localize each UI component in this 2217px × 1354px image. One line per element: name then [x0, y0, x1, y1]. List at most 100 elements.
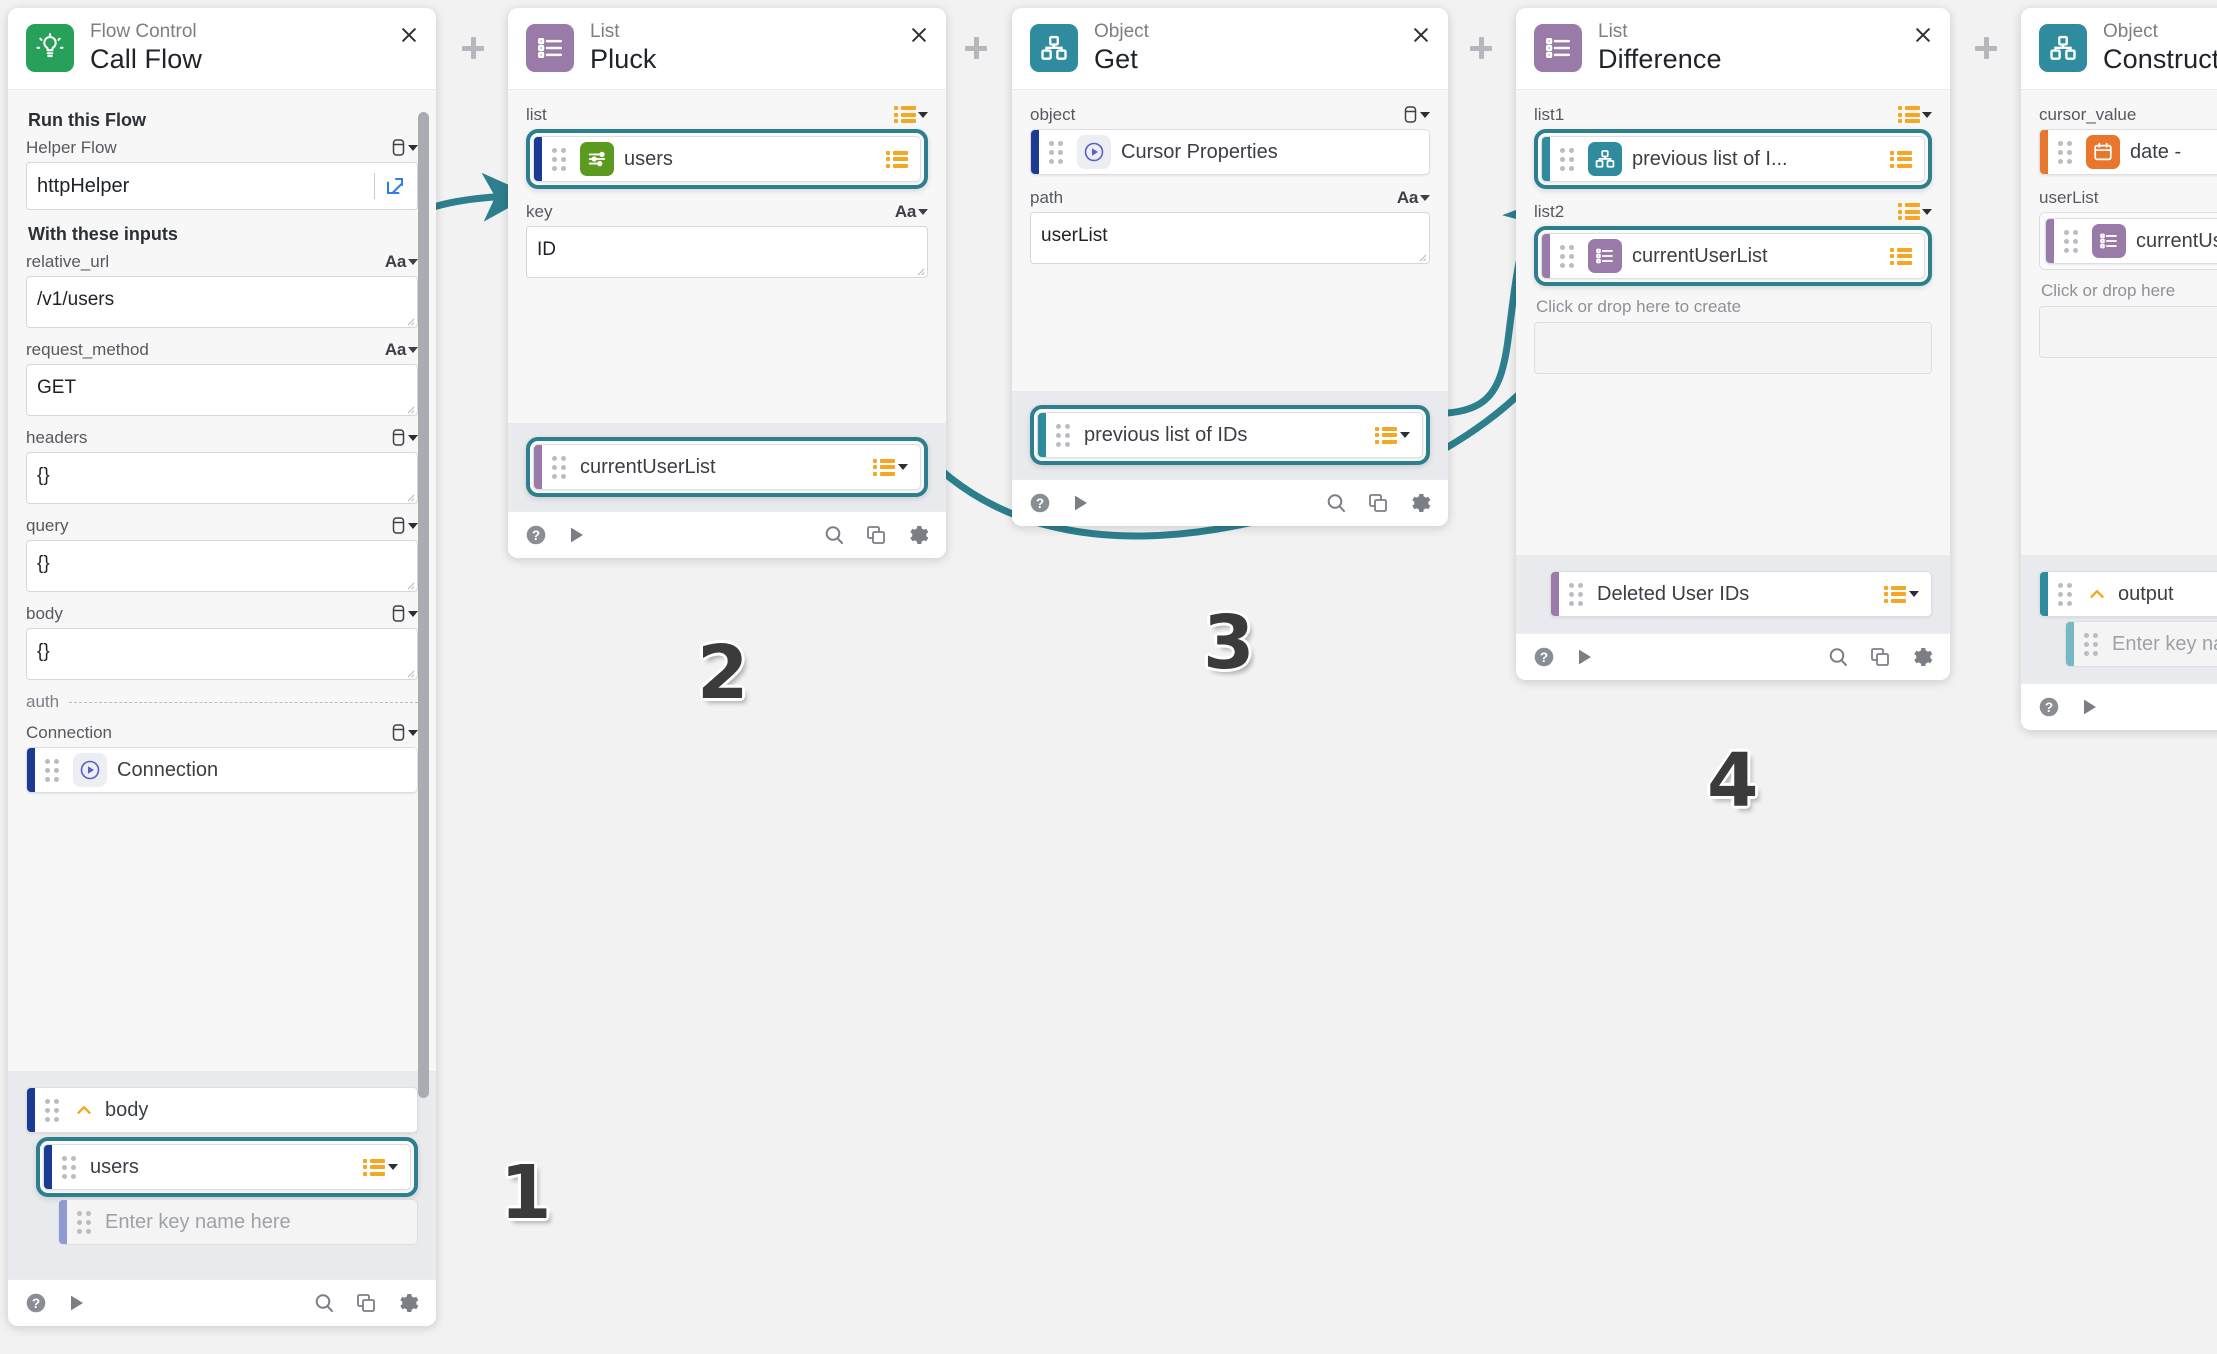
dropzone[interactable]	[2039, 306, 2217, 359]
copy-icon[interactable]	[1868, 645, 1892, 669]
card-list-difference[interactable]: List Difference list1	[1516, 8, 1950, 680]
input-pill-currentuserlist[interactable]: currentUserList	[2045, 218, 2217, 265]
play-icon[interactable]	[1068, 491, 1092, 515]
type-chip-text[interactable]: Aa	[385, 252, 418, 272]
chevron-up-icon[interactable]	[73, 1099, 95, 1121]
list-type-chip[interactable]	[363, 1158, 410, 1176]
add-card-button-4[interactable]	[1973, 35, 1999, 61]
gear-icon[interactable]	[1910, 645, 1934, 669]
input-pill-date[interactable]: date -	[2039, 129, 2217, 176]
list-type-chip[interactable]	[1890, 247, 1924, 265]
output-pill-currentuserlist[interactable]: currentUserList	[533, 444, 921, 490]
drag-handle-icon[interactable]	[62, 1155, 84, 1179]
panel-scrollbar[interactable]	[418, 112, 429, 1098]
output-pill-placeholder[interactable]: Enter key name here	[2065, 621, 2217, 667]
list-type-chip[interactable]	[1890, 150, 1924, 168]
play-icon[interactable]	[64, 1291, 88, 1315]
dropzone[interactable]	[1534, 322, 1932, 375]
type-chip-object[interactable]	[391, 138, 418, 157]
drag-handle-icon[interactable]	[552, 147, 574, 171]
path-input[interactable]: userList	[1030, 212, 1430, 265]
output-pill-users[interactable]: users	[43, 1144, 411, 1190]
field-list1: list1	[1534, 104, 1932, 190]
input-pill-currentuserlist[interactable]: currentUserList	[1541, 233, 1925, 280]
copy-icon[interactable]	[864, 523, 888, 547]
input-pill-users[interactable]: users	[533, 136, 921, 183]
input-pill-cursor-properties[interactable]: Cursor Properties	[1030, 129, 1430, 176]
search-icon[interactable]	[312, 1291, 336, 1315]
connection-pill[interactable]: Connection	[26, 747, 418, 794]
list-type-chip[interactable]	[873, 458, 920, 476]
play-icon[interactable]	[564, 523, 588, 547]
drag-handle-icon[interactable]	[552, 455, 574, 479]
drag-handle-icon[interactable]	[1569, 582, 1591, 606]
output-group-body[interactable]: body	[26, 1087, 418, 1133]
card-pluck[interactable]: List Pluck list	[508, 8, 946, 558]
gear-icon[interactable]	[906, 523, 930, 547]
drag-handle-icon[interactable]	[77, 1210, 99, 1234]
drag-handle-icon[interactable]	[1049, 140, 1071, 164]
type-chip-list[interactable]	[1898, 203, 1932, 221]
output-pill-previous-list-of-ids[interactable]: previous list of IDs	[1037, 412, 1423, 458]
list-type-chip[interactable]	[1375, 426, 1422, 444]
gear-icon[interactable]	[396, 1291, 420, 1315]
type-chip-object[interactable]	[391, 428, 418, 447]
query-input[interactable]: {}	[26, 540, 418, 593]
drag-handle-icon[interactable]	[2064, 229, 2086, 253]
play-icon[interactable]	[1572, 645, 1596, 669]
relative-url-input[interactable]: /v1/users	[26, 276, 418, 329]
type-chip-list[interactable]	[1898, 106, 1932, 124]
help-icon[interactable]: ?	[2037, 695, 2061, 719]
drag-handle-icon[interactable]	[45, 758, 67, 782]
type-chip-text[interactable]: Aa	[895, 202, 928, 222]
input-pill-previous-list[interactable]: previous list of I...	[1541, 136, 1925, 183]
open-helper-flow-button[interactable]	[374, 173, 407, 200]
list-type-chip[interactable]	[1884, 585, 1931, 603]
type-chip-object[interactable]	[1403, 105, 1430, 124]
output-pill-deleted-user-ids[interactable]: Deleted User IDs	[1550, 571, 1932, 617]
drag-handle-icon[interactable]	[2058, 582, 2080, 606]
type-chip-object[interactable]	[391, 723, 418, 742]
search-icon[interactable]	[822, 523, 846, 547]
type-chip-list[interactable]	[894, 106, 928, 124]
drag-handle-icon[interactable]	[1056, 423, 1078, 447]
helper-flow-input[interactable]: httpHelper	[26, 162, 418, 211]
key-input[interactable]: ID	[526, 226, 928, 279]
copy-icon[interactable]	[354, 1291, 378, 1315]
help-icon[interactable]: ?	[524, 523, 548, 547]
card-call-flow[interactable]: Flow Control Call Flow Run this Flow Hel…	[8, 8, 436, 1326]
gear-icon[interactable]	[1408, 491, 1432, 515]
add-card-button-1[interactable]	[460, 35, 486, 61]
request-method-input[interactable]: GET	[26, 364, 418, 417]
help-icon[interactable]: ?	[1028, 491, 1052, 515]
headers-input[interactable]: {}	[26, 452, 418, 505]
output-group-output[interactable]: output	[2039, 571, 2217, 617]
add-card-button-3[interactable]	[1468, 35, 1494, 61]
chevron-up-icon[interactable]	[2086, 583, 2108, 605]
type-chip-object[interactable]	[391, 516, 418, 535]
help-icon[interactable]: ?	[1532, 645, 1556, 669]
drag-handle-icon[interactable]	[1560, 147, 1582, 171]
drag-handle-icon[interactable]	[2084, 632, 2106, 656]
drag-handle-icon[interactable]	[45, 1098, 67, 1122]
help-icon[interactable]: ?	[24, 1291, 48, 1315]
close-icon[interactable]	[396, 22, 422, 48]
copy-icon[interactable]	[1366, 491, 1390, 515]
drag-handle-icon[interactable]	[1560, 244, 1582, 268]
type-chip-text[interactable]: Aa	[385, 340, 418, 360]
list-type-chip[interactable]	[886, 150, 920, 168]
close-icon[interactable]	[1408, 22, 1434, 48]
card-object-get[interactable]: Object Get object	[1012, 8, 1448, 526]
type-chip-text[interactable]: Aa	[1397, 188, 1430, 208]
card-object-construct[interactable]: Object Construct cursor_value date	[2021, 8, 2217, 730]
search-icon[interactable]	[1324, 491, 1348, 515]
close-icon[interactable]	[1910, 22, 1936, 48]
play-icon[interactable]	[2077, 695, 2101, 719]
close-icon[interactable]	[906, 22, 932, 48]
add-card-button-2[interactable]	[963, 35, 989, 61]
output-pill-placeholder[interactable]: Enter key name here	[58, 1199, 418, 1245]
body-input[interactable]: {}	[26, 628, 418, 681]
type-chip-object[interactable]	[391, 604, 418, 623]
search-icon[interactable]	[1826, 645, 1850, 669]
drag-handle-icon[interactable]	[2058, 140, 2080, 164]
